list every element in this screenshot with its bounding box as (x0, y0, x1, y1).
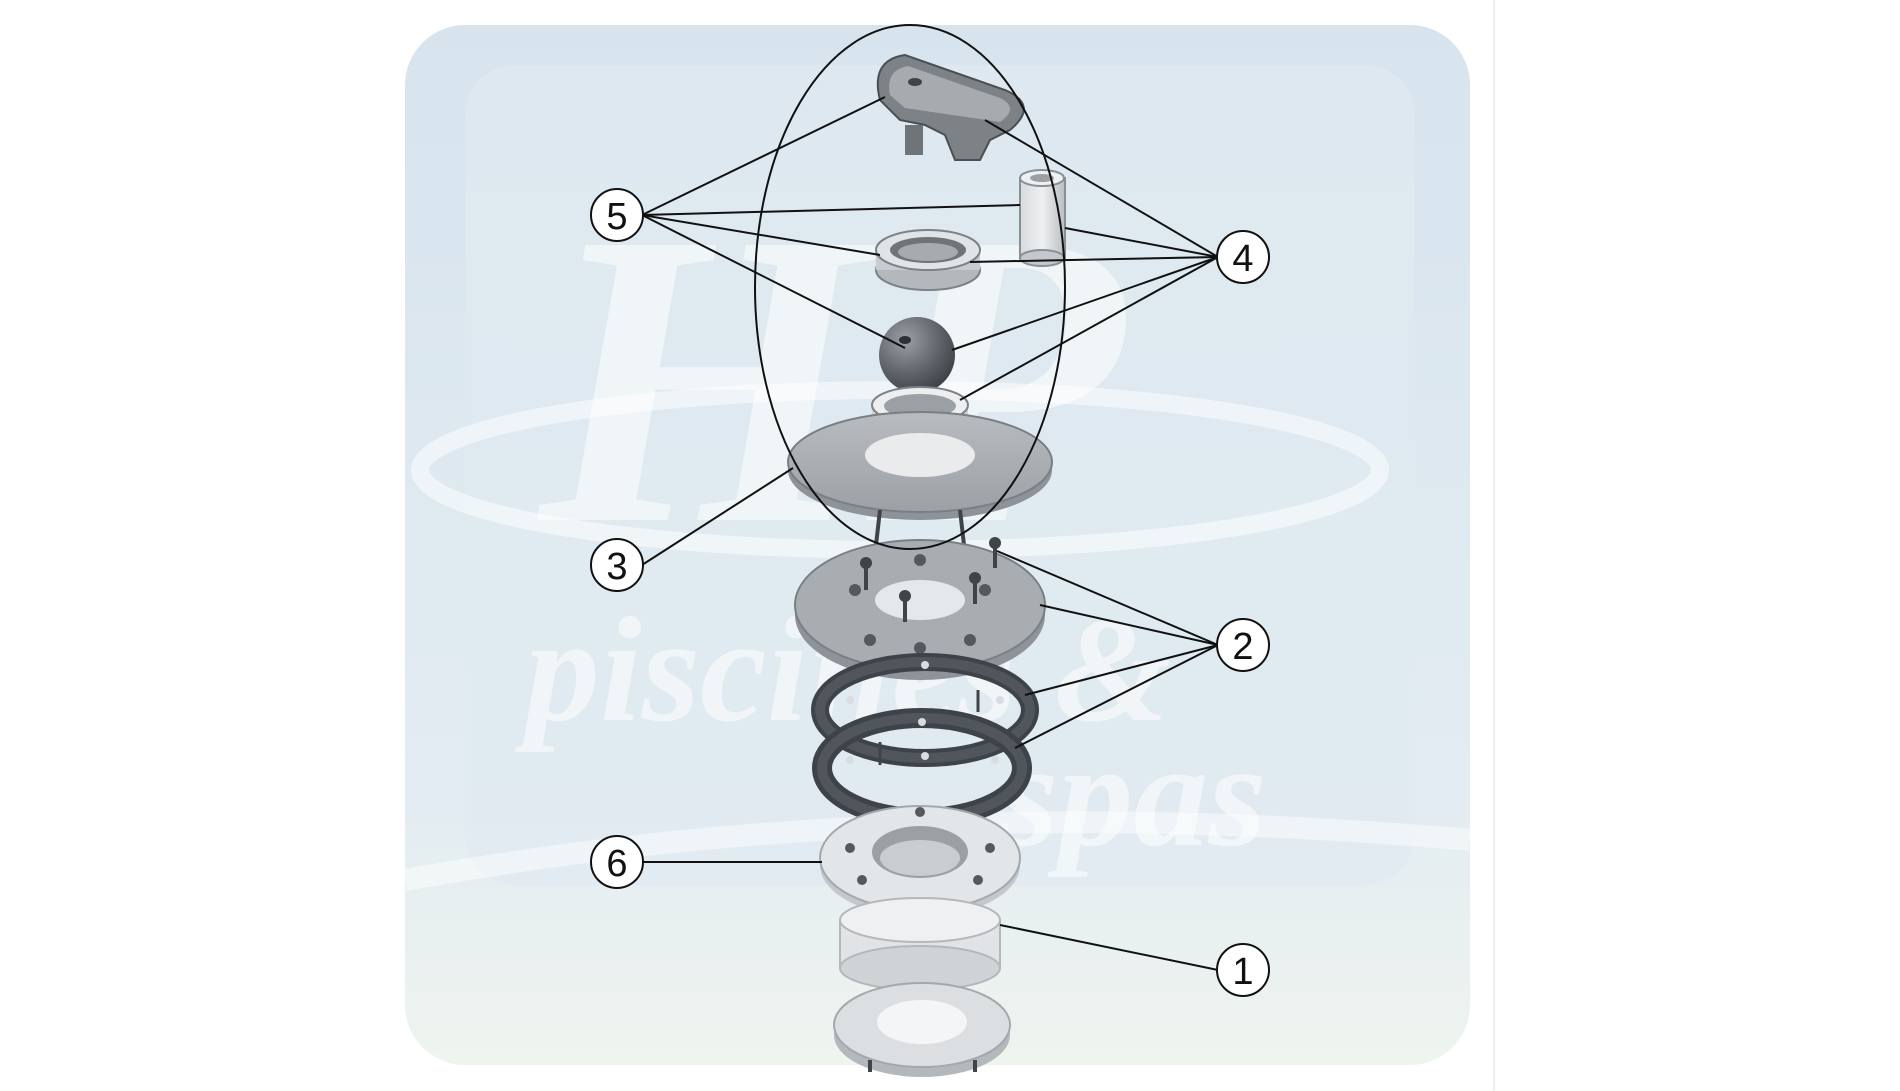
svg-text:5: 5 (606, 196, 627, 238)
watermark: HP piscines & spas (403, 25, 1471, 1065)
svg-text:4: 4 (1232, 238, 1253, 280)
lock-ring (875, 229, 981, 291)
callout-2: 2 (1216, 618, 1270, 672)
callout-5: 5 (590, 188, 644, 242)
callout-6: 6 (590, 835, 644, 889)
callout-1: 1 (1216, 943, 1270, 997)
mounting-flange (794, 537, 1046, 680)
leader-lines (641, 96, 1219, 971)
bottom-nut (833, 982, 1011, 1077)
threaded-body (839, 897, 1001, 991)
callout-4: 4 (1216, 230, 1270, 284)
assembly-group-outline (754, 24, 1066, 550)
threaded-flange (819, 805, 1021, 917)
svg-text:2: 2 (1232, 626, 1253, 668)
cylinder-insert (1019, 169, 1066, 267)
svg-text:6: 6 (606, 843, 627, 885)
eyeball-hole (899, 336, 911, 344)
face-plate (787, 411, 1053, 546)
svg-text:1: 1 (1232, 951, 1253, 993)
callout-3: 3 (590, 538, 644, 592)
wrench-key (876, 53, 1025, 161)
svg-text:3: 3 (606, 546, 627, 588)
parts (787, 53, 1066, 1077)
gasket-upper (811, 653, 1039, 767)
eyeball (879, 317, 955, 393)
watermark-brand-line2: spas (999, 712, 1267, 878)
